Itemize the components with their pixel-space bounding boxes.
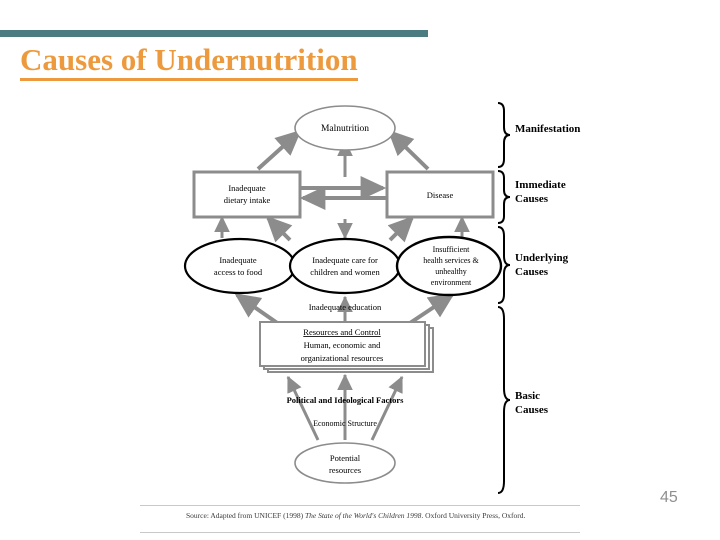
unicef-causes-diagram: Malnutrition Inadequate dietary intake D… xyxy=(0,95,720,495)
arrow-care-to-diet xyxy=(265,215,293,243)
arrow-care-to-disease xyxy=(387,215,415,243)
node-resources-line-3: organizational resources xyxy=(301,353,384,363)
bracket-label-underlying-2: Causes xyxy=(515,266,549,278)
bracket-label-basic-1: Basic xyxy=(515,390,540,402)
node-care-label-1: Inadequate care for xyxy=(312,255,378,265)
arrow-potential-to-resources-left xyxy=(286,375,320,441)
node-inadequate-dietary-intake: Inadequate dietary intake xyxy=(192,170,302,219)
bracket-manifestation xyxy=(497,102,511,168)
node-resources-line-2: Human, economic and xyxy=(304,340,381,350)
page-title: Causes of Undernutrition xyxy=(20,42,358,81)
node-resources-and-control: Resources and Control Human, economic an… xyxy=(259,321,434,373)
node-food-label-2: access to food xyxy=(214,267,263,277)
node-health-label-3: unhealthy xyxy=(435,267,467,276)
node-potential-label-1: Potential xyxy=(330,453,361,463)
node-diet-label-1: Inadequate xyxy=(228,183,266,193)
node-inadequate-education-label: Inadequate education xyxy=(309,302,382,312)
node-resources-heading: Resources and Control xyxy=(303,327,381,337)
bracket-label-immediate-1: Immediate xyxy=(515,179,566,191)
bracket-label-immediate-2: Causes xyxy=(515,193,549,205)
arrow-diet-to-malnutrition xyxy=(256,129,302,171)
title-rule xyxy=(0,30,428,37)
source-suffix: . Oxford University Press, Oxford. xyxy=(421,511,526,520)
node-economic-structure-label: Economic Structure xyxy=(313,419,377,428)
footer-rule-top xyxy=(140,505,580,506)
node-food-label-1: Inadequate xyxy=(219,255,257,265)
arrow-disease-to-malnutrition xyxy=(387,129,430,171)
node-potential-label-2: resources xyxy=(329,465,361,475)
bracket-label-manifestation: Manifestation xyxy=(515,123,580,135)
node-diet-label-2: dietary intake xyxy=(224,195,271,205)
source-prefix: Source: Adapted from UNICEF (1998) xyxy=(186,511,305,520)
node-disease: Disease xyxy=(385,170,495,219)
node-inadequate-access-to-food: Inadequate access to food xyxy=(183,237,297,295)
node-political-factors-label: Political and Ideological Factors xyxy=(287,395,405,405)
diagram-svg: Malnutrition Inadequate dietary intake D… xyxy=(183,102,580,494)
bracket-labels: Manifestation Immediate Causes Underlyin… xyxy=(515,123,580,416)
node-health-label-4: environment xyxy=(431,278,472,287)
node-malnutrition: Malnutrition xyxy=(294,105,396,151)
bracket-immediate-causes xyxy=(497,170,511,224)
source-title: The State of the World's Children 1998 xyxy=(304,511,422,520)
node-health-label-2: health services & xyxy=(423,256,479,265)
node-malnutrition-label: Malnutrition xyxy=(321,124,369,134)
bracket-basic-causes xyxy=(497,306,511,494)
node-care-label-2: children and women xyxy=(310,267,380,277)
page-title-text: Causes of Undernutrition xyxy=(20,42,358,81)
source-citation: Source: Adapted from UNICEF (1998) The S… xyxy=(186,511,586,520)
node-potential-resources: Potential resources xyxy=(294,442,396,484)
node-inadequate-care: Inadequate care for children and women xyxy=(288,237,402,295)
node-insufficient-health-services: Insufficient health services & unhealthy… xyxy=(395,235,503,297)
bracket-underlying-causes xyxy=(497,226,511,304)
bracket-group xyxy=(497,102,511,494)
node-health-label-1: Insufficient xyxy=(433,245,471,254)
footer-rule-bottom xyxy=(140,532,580,533)
bracket-label-underlying-1: Underlying xyxy=(515,252,569,264)
bracket-label-basic-2: Causes xyxy=(515,404,549,416)
node-disease-label: Disease xyxy=(427,190,454,200)
arrow-potential-to-resources-right xyxy=(370,375,404,441)
page-number: 45 xyxy=(660,489,678,506)
